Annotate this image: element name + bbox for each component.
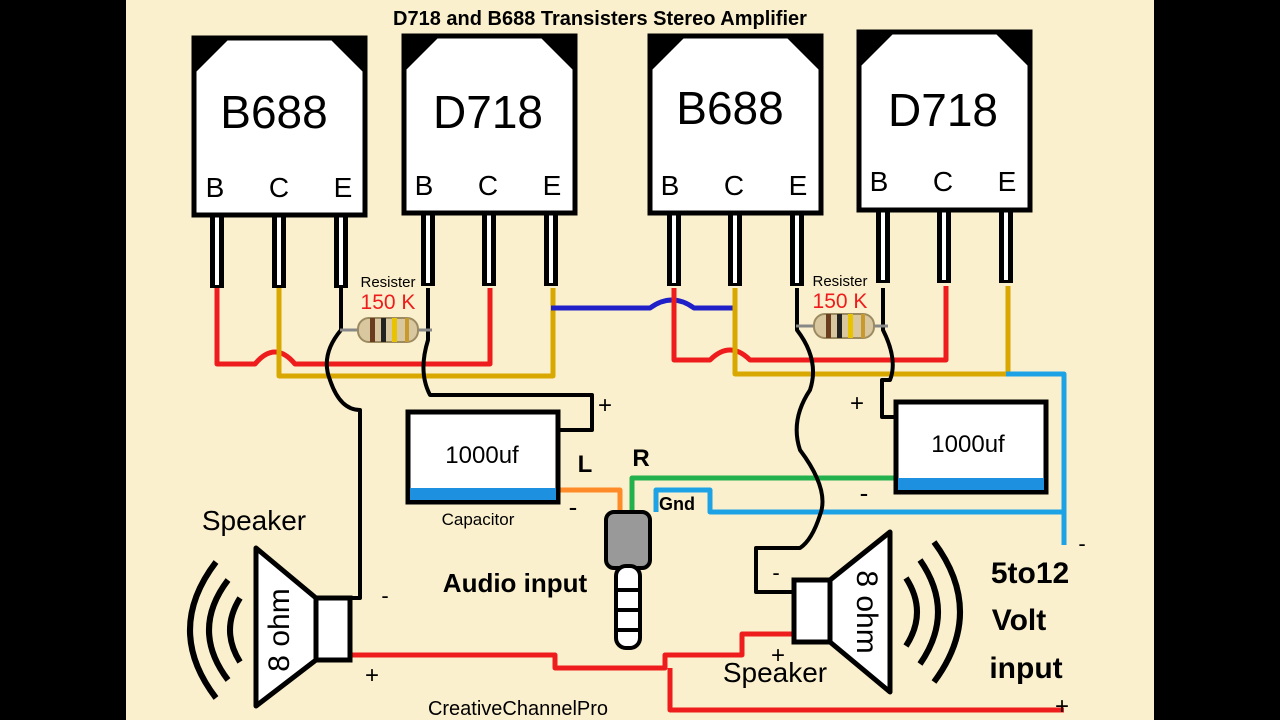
speaker-impedance: 8 ohm xyxy=(850,570,883,653)
capacitor-plus: + xyxy=(598,392,612,419)
capacitor-left: 1000uf + - Capacitor xyxy=(405,392,612,529)
speaker-impedance: 8 ohm xyxy=(263,588,296,671)
capacitor-plus: + xyxy=(850,390,864,417)
capacitor-minus: - xyxy=(569,492,578,522)
red-wire-right xyxy=(671,286,949,363)
power-label-line2: Volt xyxy=(992,604,1046,637)
resistor-left: Resister 150 K xyxy=(340,274,432,343)
power-plus: + xyxy=(1055,693,1069,720)
speaker-plus: + xyxy=(771,642,785,669)
audio-jack: L R Gnd Audio input xyxy=(443,445,695,650)
resistor-caption: Resister xyxy=(812,273,867,290)
resistor-right: Resister 150 K xyxy=(796,273,888,339)
pin-e: E xyxy=(543,170,562,201)
capacitor-right: 1000uf + - xyxy=(850,390,1049,508)
pin-e: E xyxy=(998,166,1017,197)
pin-b: B xyxy=(870,166,889,197)
power-minus-wire xyxy=(1006,371,1067,545)
speaker-left: Speaker 8 ohm - + xyxy=(187,505,389,709)
transistor-label: D718 xyxy=(433,86,543,138)
pin-e: E xyxy=(789,170,808,201)
pin-b: B xyxy=(415,170,434,201)
speaker-label: Speaker xyxy=(202,505,306,536)
speaker-plus: + xyxy=(365,662,379,689)
power-label-line3: input xyxy=(989,652,1062,685)
speaker-minus: - xyxy=(381,583,388,608)
transistor-b688-right: B688 B C E xyxy=(647,33,824,216)
audio-input-label: Audio input xyxy=(443,568,588,598)
right-channel-label: R xyxy=(632,445,649,472)
transistor-label: B688 xyxy=(676,82,783,134)
credit-text: CreativeChannelPro xyxy=(428,698,608,720)
capacitor-value: 1000uf xyxy=(931,431,1005,458)
power-input: 5to12 Volt input - + xyxy=(989,531,1085,720)
speaker-label: Speaker xyxy=(723,657,827,688)
transistor-label: B688 xyxy=(220,86,327,138)
yellow-wire-left xyxy=(276,288,556,379)
transistor-b688-left: B688 B C E xyxy=(191,35,368,218)
pin-c: C xyxy=(478,170,498,201)
left-emitter-wire xyxy=(324,288,362,600)
capacitor-value: 1000uf xyxy=(445,442,519,469)
right-audio-wire xyxy=(629,475,900,510)
left-cap-plus-wire xyxy=(421,288,594,432)
pin-c: C xyxy=(724,170,744,201)
yellow-wire-right xyxy=(732,286,1011,377)
ground-wire xyxy=(653,487,1064,515)
power-plus-wire xyxy=(667,668,1064,713)
left-audio-wire xyxy=(558,487,623,510)
power-minus: - xyxy=(1078,531,1085,556)
power-label-line1: 5to12 xyxy=(991,557,1069,590)
resistor-value: 150 K xyxy=(361,291,416,314)
speaker-minus: - xyxy=(772,560,779,585)
pin-c: C xyxy=(269,172,289,203)
transistor-d718-left: D718 B C E xyxy=(401,33,578,216)
resistor-value: 150 K xyxy=(813,290,868,313)
diagram-title: D718 and B688 Transisters Stereo Amplifi… xyxy=(393,8,807,30)
black-wires xyxy=(324,288,900,600)
right-emitter-wire xyxy=(754,288,825,594)
speaker-plus-wire xyxy=(350,631,792,671)
pin-c: C xyxy=(933,166,953,197)
pin-b: B xyxy=(661,170,680,201)
pin-e: E xyxy=(334,172,353,203)
pin-b: B xyxy=(206,172,225,203)
red-wire-left xyxy=(214,288,493,367)
ground-label: Gnd xyxy=(659,494,695,514)
resistor-caption: Resister xyxy=(360,274,415,291)
right-cap-plus-wire xyxy=(880,288,900,419)
left-channel-label: L xyxy=(578,451,593,478)
transistor-d718-right: D718 B C E xyxy=(856,29,1033,213)
capacitor-minus: - xyxy=(860,478,869,508)
speaker-right: 8 ohm Speaker - + xyxy=(723,529,963,695)
transistor-label: D718 xyxy=(888,84,998,136)
capacitor-caption: Capacitor xyxy=(442,510,515,529)
wires xyxy=(214,286,1067,713)
